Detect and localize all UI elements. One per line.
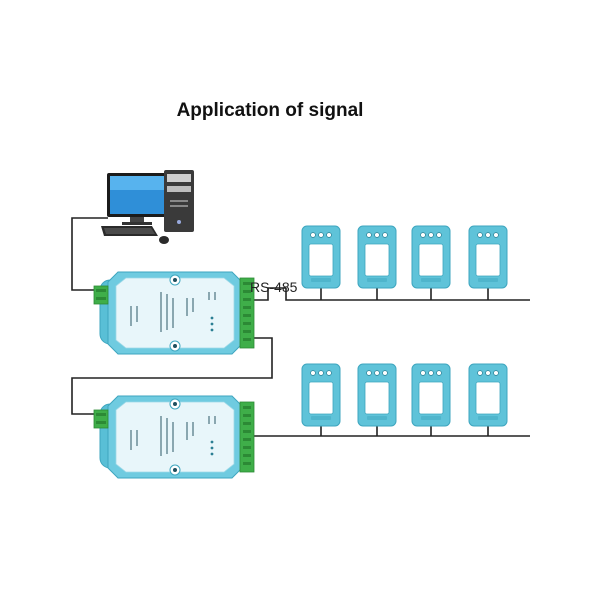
rs485-slave-device-icon	[411, 363, 451, 427]
rs232-rs485-converter-icon	[93, 271, 255, 355]
rs485-slave-device-icon	[301, 363, 341, 427]
pc-to-converter-wire	[71, 217, 108, 291]
rs485-slave-device-icon	[468, 363, 508, 427]
bus-wire-top-entry	[245, 287, 286, 301]
bus-wire-top	[285, 288, 530, 301]
rs485-slave-device-icon	[411, 225, 451, 289]
converter-chain-wire	[71, 337, 273, 415]
wiring	[71, 217, 530, 437]
rs485-slave-device-icon	[468, 225, 508, 289]
desktop-computer-icon	[101, 170, 194, 244]
rs485-slave-device-icon	[357, 225, 397, 289]
rs232-rs485-converter-icon	[93, 395, 255, 479]
rs485-slave-device-icon	[357, 363, 397, 427]
diagram-title: Application of signal	[176, 100, 364, 121]
bus-label: RS-485	[250, 279, 298, 295]
rs485-slave-device-icon	[301, 225, 341, 289]
